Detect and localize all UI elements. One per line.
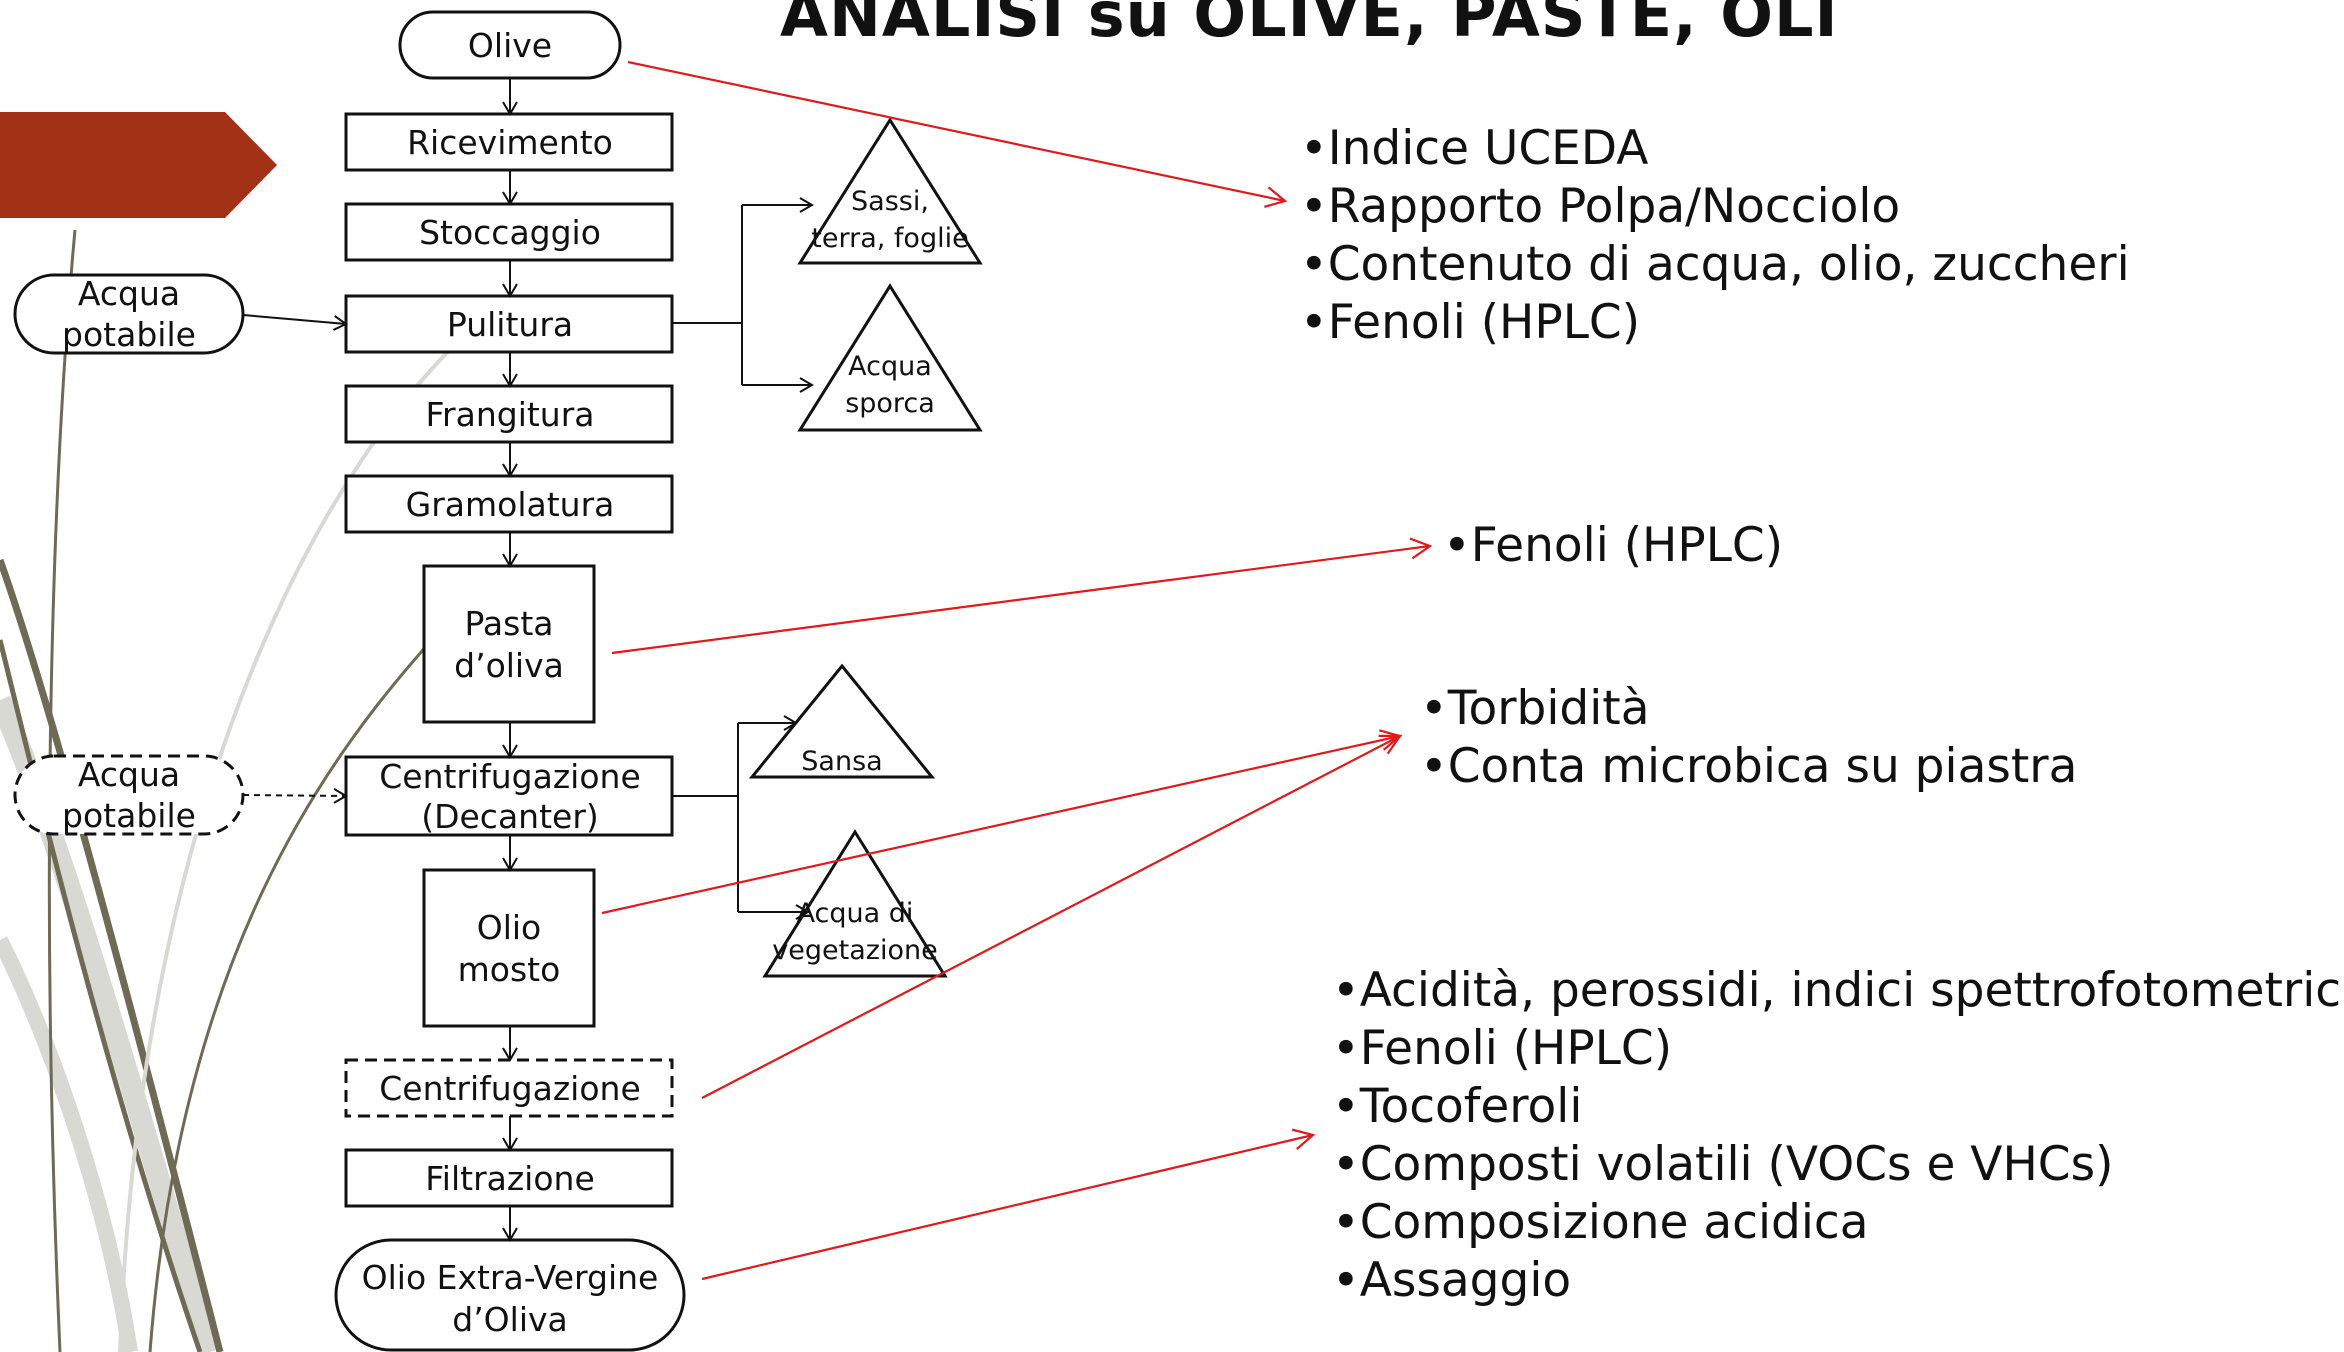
olio-mosto-label-line1: Olio	[477, 908, 542, 947]
analysis-item: •Acidità, perossidi, indici spettrofotom…	[1332, 963, 2344, 1018]
analysis-item: •Fenoli (HPLC)	[1300, 295, 1641, 350]
acqua-potabile-2-line1: Acqua	[78, 755, 180, 794]
olio-mosto-box	[422, 868, 596, 1028]
analysis-item: •Conta microbica su piastra	[1420, 739, 2078, 794]
filtrazione-box	[344, 1148, 674, 1208]
sassi-label-line1: Sassi,	[851, 186, 929, 217]
frangitura-label: Frangitura	[425, 395, 594, 434]
analyses-mosto-list: •Torbidità•Conta microbica su piastra	[1420, 680, 2077, 796]
gramolatura-label: Gramolatura	[406, 485, 615, 524]
analysis-item: •Rapporto Polpa/Nocciolo	[1300, 179, 1901, 234]
pasta-oliva-label-line2: d’oliva	[454, 646, 564, 685]
analysis-item: •Indice UCEDA	[1300, 121, 1649, 176]
analysis-item: •Contenuto di acqua, olio, zuccheri	[1300, 237, 2130, 292]
acqua-vegetazione-label-line1: Acqua di	[797, 898, 914, 929]
olio-evo-label-line1: Olio Extra-Vergine	[362, 1258, 659, 1297]
slide-title: ANALISI su OLIVE, PASTE, OLI	[780, 0, 1839, 51]
stoccaggio-label: Stoccaggio	[419, 213, 601, 252]
arrow-mosto-analyses	[601, 729, 1403, 915]
analysis-item: •Composizione acidica	[1332, 1195, 1869, 1250]
analyses-evo-list: •Acidità, perossidi, indici spettrofotom…	[1332, 962, 2344, 1310]
acqua-sporca-triangle	[797, 283, 983, 432]
arrow-olive-analyses	[627, 60, 1288, 208]
pulitura-box	[344, 294, 674, 354]
analysis-item: •Tocoferoli	[1332, 1079, 1583, 1134]
sassi-terra-foglie-triangle	[797, 117, 983, 265]
centrifugazione-decanter-label-line1: Centrifugazione	[379, 757, 641, 796]
gramolatura-box	[344, 474, 674, 534]
ricevimento-label: Ricevimento	[407, 123, 613, 162]
acqua-sporca-label-line1: Acqua	[848, 351, 932, 382]
pasta-oliva-box	[422, 564, 596, 724]
centrifugazione-decanter-label-line2: (Decanter)	[421, 797, 599, 836]
pulitura-label: Pulitura	[447, 305, 573, 344]
arrow-centrifugazione-analyses	[701, 734, 1403, 1099]
centrifugazione-box	[344, 1058, 674, 1118]
analysis-item: •Composti volatili (VOCs e VHCs)	[1332, 1137, 2114, 1192]
arrow-pasta-analyses	[611, 537, 1433, 655]
sassi-label-line2: terra, foglie	[811, 223, 968, 254]
acqua-vegetazione-triangle	[762, 829, 948, 978]
acqua-potabile-1-line1: Acqua	[78, 274, 180, 313]
analysis-item: •Assaggio	[1332, 1253, 1572, 1308]
sansa-label: Sansa	[801, 746, 882, 777]
analysis-item: •Torbidità	[1420, 681, 1650, 736]
arrow-evo-analyses	[701, 1128, 1316, 1281]
centrifugazione-label: Centrifugazione	[379, 1069, 641, 1108]
analysis-item: •Fenoli (HPLC)	[1332, 1021, 1673, 1076]
analyses-olive-list: •Indice UCEDA•Rapporto Polpa/Nocciolo•Co…	[1300, 120, 2130, 352]
acqua-potabile-1-line2: potabile	[62, 315, 196, 354]
olio-evo-label-line2: d’Oliva	[452, 1300, 568, 1339]
acqua-sporca-label-line2: sporca	[845, 388, 935, 419]
acqua-vegetazione-label-line2: vegetazione	[772, 935, 937, 966]
ricevimento-box	[344, 112, 674, 172]
analyses-pasta-list: •Fenoli (HPLC)	[1443, 517, 1783, 575]
frangitura-box	[344, 384, 674, 444]
filtrazione-label: Filtrazione	[425, 1159, 595, 1198]
olive-label: Olive	[468, 26, 552, 65]
acqua-potabile-input	[13, 273, 245, 355]
pasta-oliva-label-line1: Pasta	[465, 604, 554, 643]
acqua-potabile-2-line2: potabile	[62, 796, 196, 835]
olio-mosto-label-line2: mosto	[458, 950, 561, 989]
analysis-item: •Fenoli (HPLC)	[1443, 518, 1784, 573]
accent-tab	[0, 112, 277, 218]
